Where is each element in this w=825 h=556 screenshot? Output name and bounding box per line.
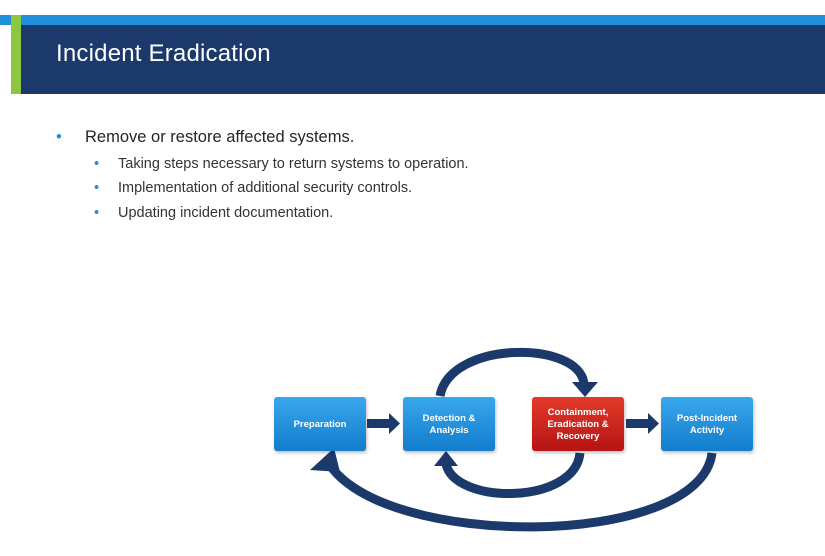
arrow-containment-to-postincident bbox=[626, 413, 659, 434]
node-detection-analysis: Detection & Analysis bbox=[403, 397, 495, 451]
node-containment-eradication-recovery: Containment, Eradication & Recovery bbox=[532, 397, 624, 451]
node-postincident-label-line2: Activity bbox=[690, 425, 725, 436]
node-containment-label-line3: Recovery bbox=[557, 431, 600, 442]
top-stripe bbox=[0, 15, 825, 25]
arrow-preparation-to-detection bbox=[367, 413, 400, 434]
slide-title: Incident Eradication bbox=[56, 40, 271, 67]
node-detection-label-line1: Detection & bbox=[423, 413, 476, 424]
node-detection-label-line2: Analysis bbox=[429, 425, 468, 436]
bullet-dot-icon: • bbox=[94, 205, 100, 221]
node-containment-label-line2: Eradication & bbox=[547, 419, 608, 430]
node-containment-label-line1: Containment, bbox=[548, 407, 609, 418]
sub-bullet-text: Updating incident documentation. bbox=[118, 205, 334, 221]
bullet-dot-icon: • bbox=[94, 156, 100, 172]
arrow-containment-to-detection bbox=[434, 451, 585, 498]
sub-bullet-text: Implementation of additional security co… bbox=[118, 180, 413, 196]
bullet-main-text: Remove or restore affected systems. bbox=[85, 128, 355, 146]
title-bar bbox=[11, 25, 825, 94]
bullet-dot-icon: • bbox=[56, 128, 62, 146]
node-post-incident-activity: Post-Incident Activity bbox=[661, 397, 753, 451]
node-preparation: Preparation bbox=[274, 397, 366, 451]
node-postincident-label-line1: Post-Incident bbox=[677, 413, 738, 424]
sub-bullet-text: Taking steps necessary to return systems… bbox=[118, 156, 469, 172]
title-accent-bar bbox=[11, 15, 21, 94]
node-preparation-label: Preparation bbox=[294, 419, 347, 430]
bullet-dot-icon: • bbox=[94, 180, 100, 196]
arrow-detection-to-containment bbox=[435, 348, 598, 398]
arrow-postincident-to-preparation bbox=[310, 448, 717, 532]
